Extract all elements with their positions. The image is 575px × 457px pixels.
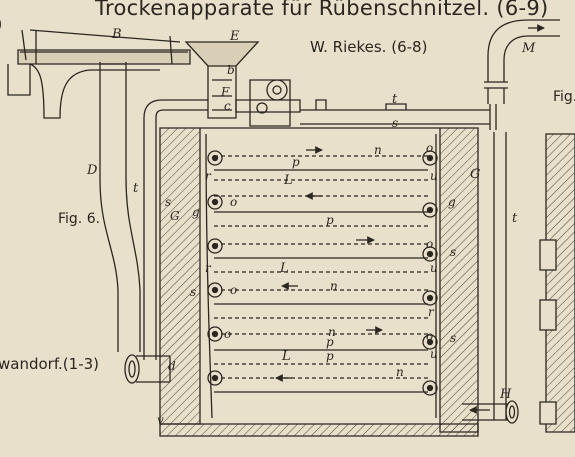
belt-runs (214, 155, 428, 393)
drive-gear (235, 79, 301, 127)
label-u-3: u (430, 347, 438, 361)
belt-drums (207, 150, 438, 396)
label-t-top: t (392, 92, 398, 107)
feed-hopper (184, 41, 260, 119)
right-aux-column (539, 133, 575, 433)
label-d: d (168, 359, 176, 373)
left-pipe-system (99, 62, 208, 360)
top-header-pipe (300, 99, 497, 130)
label-g-right: g (448, 195, 456, 209)
label-n-4: n (396, 365, 404, 379)
label-s-left: s (165, 195, 172, 209)
right-vertical-pipe (493, 132, 507, 420)
figure-label-left: Fig. 6. (58, 211, 101, 227)
label-s-right-2: s (450, 331, 457, 345)
label-r-2: r (205, 261, 211, 275)
label-o-1: o (426, 141, 434, 155)
label-u-2: u (430, 261, 438, 275)
label-L-2: L (280, 261, 289, 276)
maker-caption: W. Riekes. (6-8) (310, 38, 428, 56)
figure-label-right: Fig. (553, 89, 575, 105)
housing-walls (159, 127, 479, 437)
top-gantry (7, 29, 191, 119)
label-M: M (522, 41, 536, 56)
right-inlet-pipe (462, 400, 519, 424)
label-u-1: u (430, 169, 438, 183)
label-t-left: t (133, 181, 139, 196)
label-s-mid: s (190, 285, 197, 299)
label-D: D (87, 163, 98, 178)
label-n-1: n (374, 143, 382, 157)
label-o-3: o (426, 237, 434, 251)
label-r-right: r (428, 305, 434, 319)
label-F: F (221, 85, 230, 99)
label-L-3: L (282, 349, 291, 364)
label-G-right: G (470, 167, 481, 182)
label-E: E (230, 29, 240, 44)
plate-title: Trockenapparate für Rübenschnitzel. (6-9… (95, 0, 549, 20)
label-o-6: o (426, 329, 434, 343)
label-r-1: r (205, 169, 211, 183)
label-B: B (112, 27, 122, 42)
label-c: c (224, 99, 231, 113)
label-o-5: o (224, 327, 232, 341)
label-o-2: o (230, 195, 238, 209)
label-p-1: p (292, 155, 300, 169)
label-L-1: L (284, 173, 293, 188)
edge-reference: wandorf.(1-3) (0, 355, 100, 373)
label-H: H (500, 387, 512, 402)
right-elbow-pipe (484, 19, 560, 104)
label-p-4: p (326, 349, 334, 363)
label-n-3: n (328, 325, 336, 339)
label-t-right: t (512, 211, 518, 226)
label-o-4: o (230, 283, 238, 297)
label-s-top: s (392, 116, 399, 130)
flow-arrows (275, 24, 545, 414)
label-s-right-1: s (450, 245, 457, 259)
label-G-left: G (170, 209, 180, 223)
label-p-3: p (326, 335, 334, 349)
edge-parenthesis: ) (0, 14, 2, 33)
label-b: b (227, 63, 235, 77)
label-v: v (157, 413, 164, 427)
label-n-2: n (330, 279, 338, 293)
label-p-2: p (326, 213, 334, 227)
label-g-left: g (192, 205, 200, 219)
